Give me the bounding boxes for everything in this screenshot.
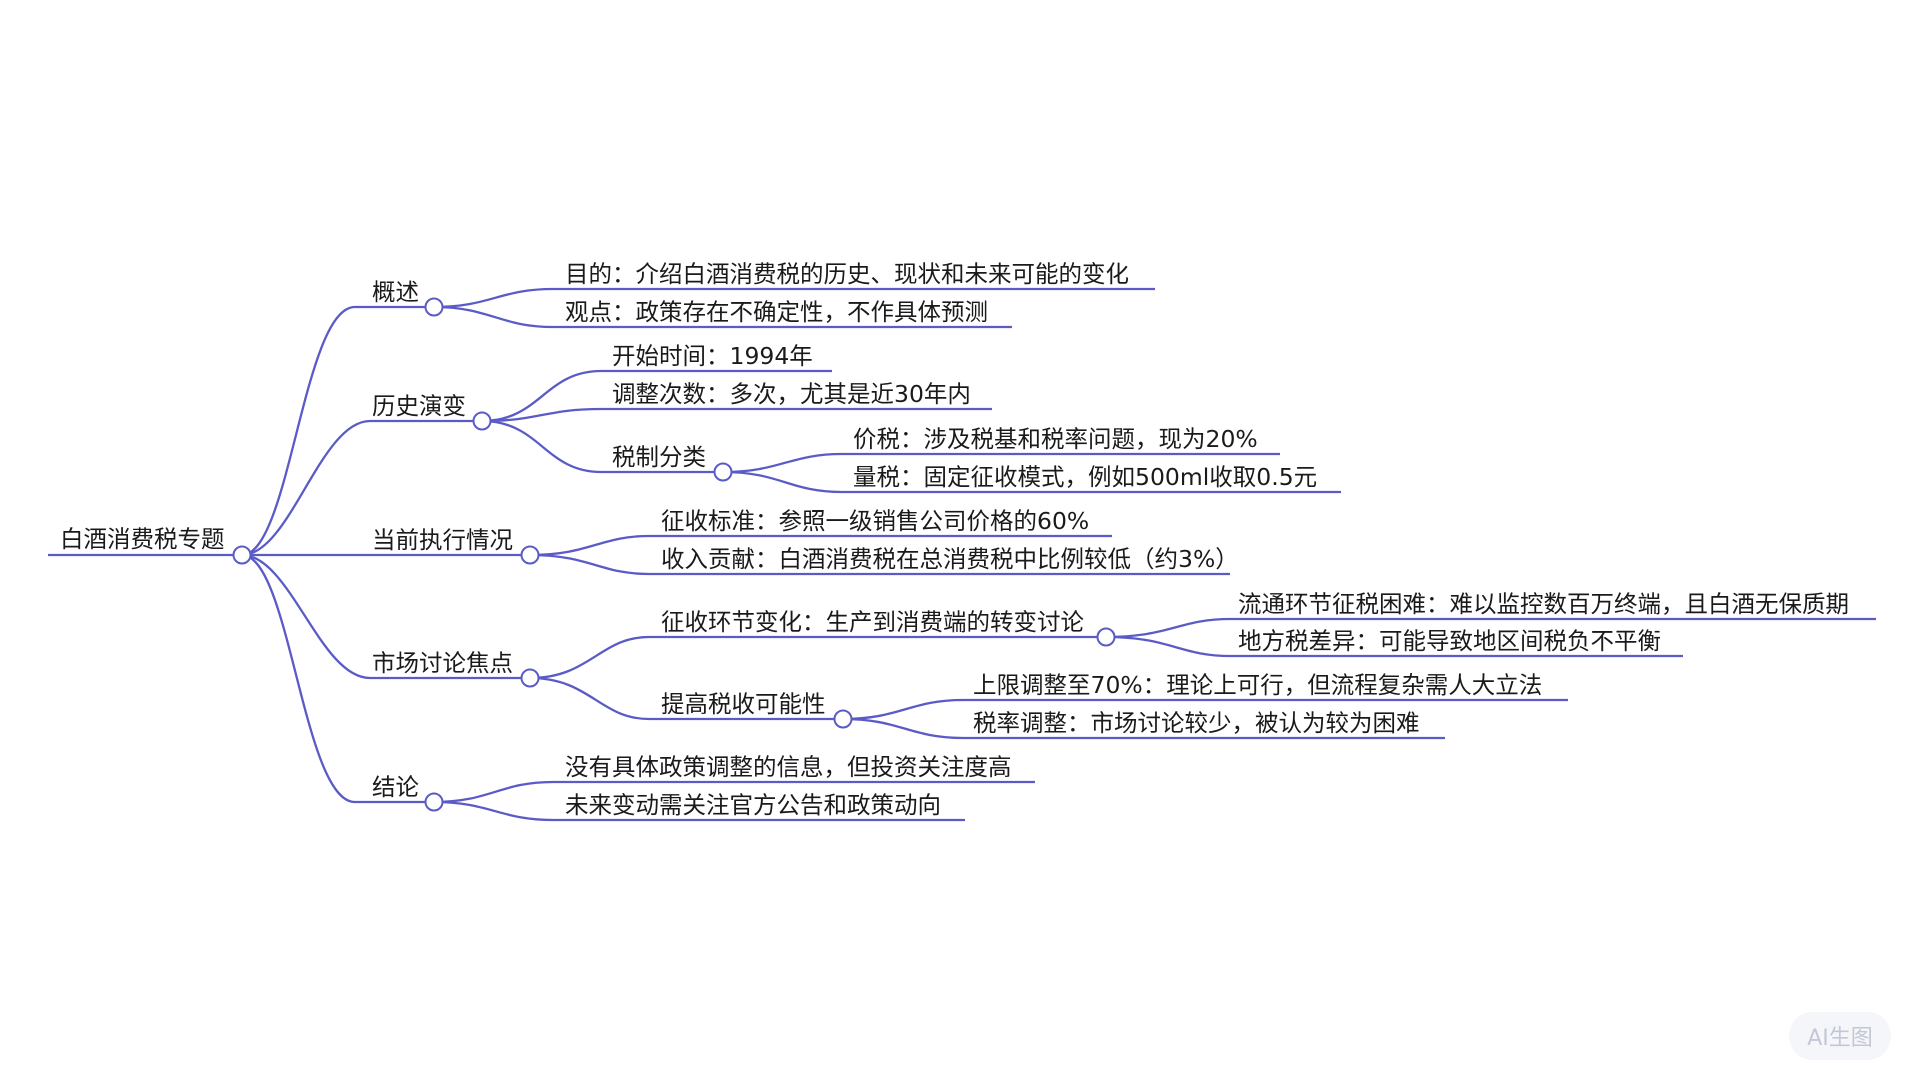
edge-conclusion-future: [433, 800, 554, 822]
node-market-raise[interactable]: 提高税收可能性: [661, 690, 826, 718]
edge-root-conclusion: [241, 553, 356, 804]
edge-category-price: [722, 452, 843, 474]
node-category-volume[interactable]: 量税：固定征收模式，例如500ml收取0.5元: [853, 463, 1317, 491]
edge-overview-purpose: [433, 287, 554, 309]
edge-history-start: [481, 369, 602, 423]
node-labels: 白酒消费税专题 概述 历史演变 当前执行情况 市场讨论焦点 结论 目的：介绍白酒…: [60, 260, 1849, 819]
collapse-toggle-stage[interactable]: [1096, 627, 1116, 647]
node-raise-rate[interactable]: 税率调整：市场讨论较少，被认为较为困难: [973, 709, 1420, 737]
edge-conclusion-info: [433, 780, 554, 804]
node-current[interactable]: 当前执行情况: [372, 526, 513, 554]
node-overview-purpose[interactable]: 目的：介绍白酒消费税的历史、现状和未来可能的变化: [565, 260, 1129, 288]
node-history-category[interactable]: 税制分类: [612, 443, 706, 471]
ai-watermark-badge: AI生图: [1789, 1012, 1891, 1060]
collapse-toggle-conclusion[interactable]: [424, 792, 444, 812]
node-stage-local[interactable]: 地方税差异：可能导致地区间税负不平衡: [1238, 627, 1661, 655]
edge-history-adjust: [481, 407, 602, 423]
node-stage-circulation[interactable]: 流通环节征税困难：难以监控数百万终端，且白酒无保质期: [1238, 590, 1849, 618]
node-raise-cap[interactable]: 上限调整至70%：理论上可行，但流程复杂需人大立法: [973, 671, 1542, 699]
node-current-revenue[interactable]: 收入贡献：白酒消费税在总消费税中比例较低（约3%）: [661, 545, 1239, 573]
node-market[interactable]: 市场讨论焦点: [372, 649, 513, 677]
edge-overview-view: [433, 305, 554, 329]
edge-stage-local: [1105, 635, 1231, 658]
edge-market-raise: [529, 676, 650, 721]
collapse-toggle-overview[interactable]: [424, 297, 444, 317]
node-current-standard[interactable]: 征收标准：参照一级销售公司价格的60%: [661, 507, 1089, 535]
edge-root-market: [241, 553, 371, 680]
node-overview[interactable]: 概述: [372, 278, 419, 306]
node-conclusion-info[interactable]: 没有具体政策调整的信息，但投资关注度高: [565, 753, 1012, 781]
edge-root-overview: [241, 305, 356, 557]
collapse-toggle-history[interactable]: [472, 411, 492, 431]
collapse-toggle-current[interactable]: [520, 545, 540, 565]
node-conclusion[interactable]: 结论: [372, 773, 419, 801]
collapse-toggle-root[interactable]: [232, 545, 252, 565]
collapse-toggle-raise[interactable]: [833, 709, 853, 729]
edge-market-stage: [529, 635, 650, 680]
node-history-adjust[interactable]: 调整次数：多次，尤其是近30年内: [612, 380, 971, 408]
edge-stage-circulation: [1105, 617, 1231, 639]
edge-raise-rate: [842, 717, 964, 740]
collapse-toggles: [232, 297, 1116, 812]
collapse-toggle-category[interactable]: [713, 462, 733, 482]
edge-root-history: [241, 419, 371, 557]
node-history-start[interactable]: 开始时间：1994年: [612, 342, 813, 370]
node-market-stage[interactable]: 征收环节变化：生产到消费端的转变讨论: [661, 608, 1084, 636]
edge-category-volume: [722, 470, 843, 494]
mindmap-edges: [241, 287, 1231, 822]
node-category-price[interactable]: 价税：涉及税基和税率问题，现为20%: [853, 425, 1258, 453]
collapse-toggle-market[interactable]: [520, 668, 540, 688]
edge-current-revenue: [529, 553, 650, 576]
node-conclusion-future[interactable]: 未来变动需关注官方公告和政策动向: [565, 791, 941, 819]
edge-raise-cap: [842, 698, 964, 721]
edge-current-standard: [529, 534, 650, 557]
node-overview-view[interactable]: 观点：政策存在不确定性，不作具体预测: [565, 298, 988, 326]
watermark-text: AI生图: [1807, 1026, 1873, 1051]
edge-history-category: [481, 419, 602, 474]
node-underlines: [48, 287, 1876, 822]
node-root[interactable]: 白酒消费税专题: [60, 525, 225, 553]
node-history[interactable]: 历史演变: [372, 392, 466, 420]
